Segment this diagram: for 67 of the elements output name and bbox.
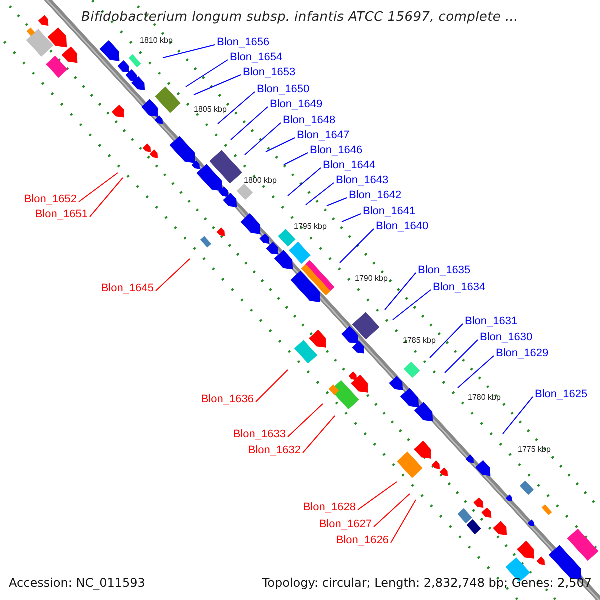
position-label: 1775 kbp: [518, 445, 551, 455]
gene-label: Blon_1648: [283, 114, 336, 128]
leader-line: [266, 138, 296, 152]
leader-line: [430, 324, 464, 358]
gene-label: Blon_1649: [270, 98, 323, 112]
map-title: Bifidobacterium longum subsp. infantis ATCC 15697, complete ...: [82, 10, 518, 25]
gene-label: Blon_1633: [233, 428, 286, 442]
gene-label: Blon_1626: [336, 534, 389, 548]
leader-line: [502, 396, 534, 434]
gene-label: Blon_1650: [257, 84, 310, 96]
footer-text: Topology: circular; Length: 2,832,748 bp; Genes: 2,507: [262, 576, 592, 590]
gene-label: Blon_1656: [217, 36, 270, 50]
leader-line: [390, 500, 416, 544]
gene-label: Blon_1651: [35, 208, 88, 222]
leader-line: [444, 340, 478, 374]
leader-line: [244, 122, 282, 156]
gene-label: Blon_1635: [418, 264, 471, 278]
gene-label: Blon_1636: [201, 394, 254, 406]
gene-label: Blon_1646: [310, 144, 363, 158]
leader-line: [358, 482, 398, 510]
leader-line: [288, 404, 324, 438]
leader-line: [326, 198, 348, 206]
leader-line: [458, 356, 494, 388]
leader-line: [284, 152, 308, 166]
gene-label: Blon_1643: [336, 174, 389, 188]
leader-line: [194, 74, 242, 96]
leader-line: [256, 370, 288, 402]
gene-label: Blon_1645: [101, 282, 154, 296]
position-label: 1795 kbp: [294, 222, 327, 232]
gene-label: Blon_1640: [376, 220, 429, 234]
gene-label: Blon_1631: [465, 316, 518, 328]
position-label: 1810 kbp: [140, 36, 173, 46]
gene-label: Blon_1644: [323, 160, 376, 172]
gene-label: Blon_1627: [319, 518, 372, 532]
leader-line: [302, 416, 336, 454]
gene-label: Blon_1630: [480, 332, 533, 344]
gene-label: Blon_1653: [243, 66, 296, 80]
gene-label: Blon_1642: [349, 190, 402, 202]
leader-line: [162, 44, 216, 58]
leader-line: [156, 258, 190, 292]
gene-label: Blon_1634: [433, 282, 486, 294]
leader-line: [230, 106, 268, 140]
leader-line: [384, 272, 416, 310]
position-label: 1790 kbp: [355, 274, 388, 284]
position-label: 1785 kbp: [403, 336, 436, 346]
leader-line: [342, 214, 362, 222]
leader-line: [186, 60, 228, 88]
position-label: 1780 kbp: [468, 393, 501, 403]
gene-label: Blon_1652: [24, 194, 77, 206]
leader-line: [306, 182, 334, 206]
leader-line: [288, 168, 322, 196]
leader-line: [374, 494, 410, 528]
leader-line: [78, 172, 118, 202]
gene-label: Blon_1654: [230, 52, 283, 64]
gene-label: Blon_1628: [303, 502, 356, 514]
leader-line: [90, 178, 124, 218]
leader-line: [340, 228, 374, 264]
leader-line: [392, 290, 432, 320]
gene-label: Blon_1641: [363, 206, 416, 218]
leader-line: [218, 92, 256, 124]
position-label: 1805 kbp: [194, 105, 227, 115]
gene-label: Blon_1647: [297, 130, 350, 142]
gene-label: Blon_1629: [496, 348, 549, 360]
footer-text: Accession: NC_011593: [9, 576, 146, 590]
gene-label: Blon_1625: [535, 388, 588, 402]
gene-label: Blon_1632: [248, 444, 301, 458]
position-label: 1800 kbp: [244, 176, 277, 186]
